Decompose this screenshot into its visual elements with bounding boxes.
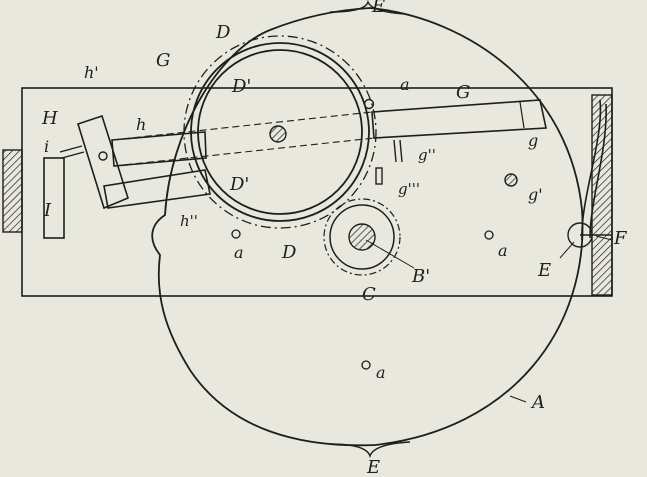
pin-a-left <box>231 229 241 239</box>
label-h: h <box>136 115 146 134</box>
pin-a-right <box>484 230 494 240</box>
label-D-bottom: D <box>281 242 297 263</box>
left-hatched-block <box>2 149 23 233</box>
detent-g-double-prime-2 <box>399 139 403 163</box>
gear-C-dashed <box>323 198 401 276</box>
lever-G-right <box>371 99 547 139</box>
label-D-prime-top: D' <box>231 76 251 97</box>
label-E-bottom: E <box>366 457 380 477</box>
gear-C-outer <box>329 204 395 270</box>
detent-g-double-prime <box>393 139 397 163</box>
arm-H <box>77 114 129 210</box>
label-g: g <box>528 131 538 150</box>
leader-E-right <box>559 241 575 259</box>
label-E-right: E <box>537 260 551 281</box>
label-a-top: a <box>400 75 410 94</box>
label-a-bottom: a <box>376 363 386 382</box>
detent-g-triple-prime <box>375 167 383 185</box>
label-a-left: a <box>234 243 244 262</box>
leader-F <box>595 235 613 241</box>
leader-A <box>509 395 527 403</box>
label-i: i <box>44 137 49 156</box>
rod-i <box>59 145 83 153</box>
disc-A-outline <box>151 7 584 447</box>
top-notch <box>329 0 406 15</box>
spring-catch-F <box>581 99 607 241</box>
label-h-prime: h' <box>84 63 99 82</box>
label-D-prime-mid: D' <box>229 174 249 195</box>
label-G-left: G <box>156 50 170 71</box>
gear-C-hub <box>348 223 376 251</box>
block-I <box>43 157 65 239</box>
label-H: H <box>41 108 58 129</box>
bolt-D-center <box>269 125 287 143</box>
leader-B <box>365 239 415 269</box>
base-plate <box>21 87 613 297</box>
lever-G-left <box>111 131 207 167</box>
label-a-right: a <box>498 241 508 260</box>
bottom-notch <box>329 441 411 459</box>
label-g-prime: g' <box>528 185 543 204</box>
label-F: F <box>613 228 628 249</box>
lever-dashed-lower <box>113 137 375 167</box>
pin-a-bottom <box>361 360 371 370</box>
label-C: C <box>362 284 376 305</box>
lever-dashed-upper <box>111 111 373 141</box>
label-D-top: D <box>215 22 231 43</box>
label-g-triple-prime: g''' <box>398 180 420 198</box>
label-E-top: E <box>371 0 385 17</box>
label-I: I <box>43 200 52 221</box>
lever-G-joint <box>519 101 525 129</box>
pivot-pin <box>98 151 108 161</box>
label-G-right: G <box>456 82 470 103</box>
pin-a-top <box>363 98 375 110</box>
label-h-double-prime: h'' <box>180 212 198 230</box>
hub-g-prime <box>504 173 518 187</box>
rod-i-2 <box>61 151 85 159</box>
label-B-prime: B' <box>411 266 430 287</box>
label-A: A <box>530 392 545 413</box>
arm-h-double-prime <box>103 169 211 209</box>
label-g-double-prime: g'' <box>418 146 436 164</box>
